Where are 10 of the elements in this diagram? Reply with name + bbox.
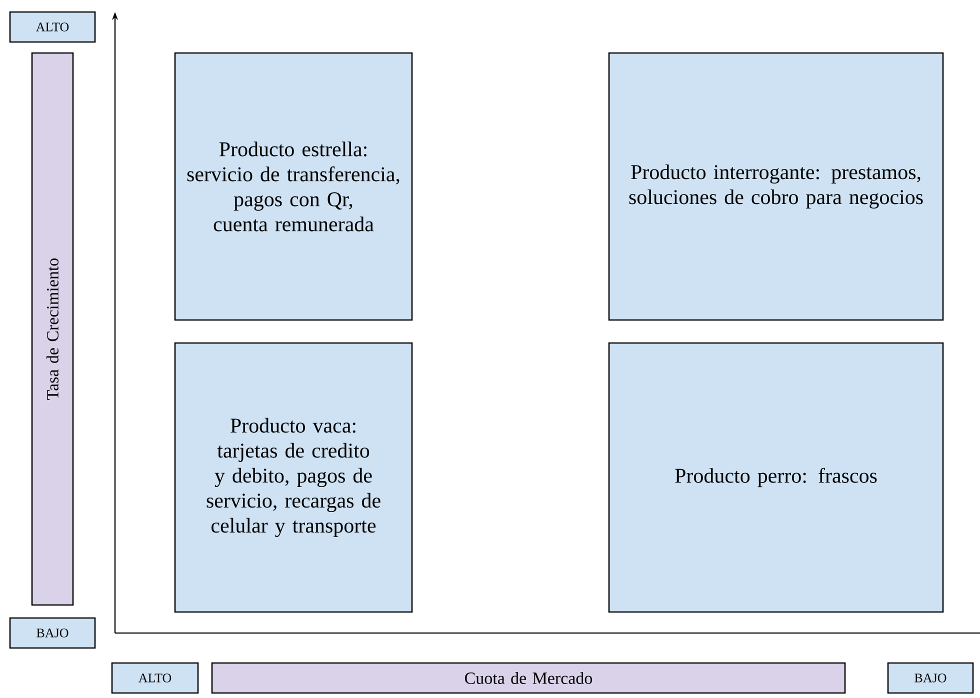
quadrant-box: Producto vaca: tarjetas de credito y debito, pagos de servicio, recargas de celular y transporte	[174, 342, 413, 613]
quadrant-box: Producto estrella: servicio de transferencia, pagos con Qr, cuenta remunerada	[174, 52, 413, 321]
level-box: BAJO	[9, 617, 96, 649]
quadrant-box: Producto interrogante: prestamos, soluciones de cobro para negocios	[608, 52, 944, 321]
level-box: ALTO	[9, 11, 96, 43]
quadrant-box: Producto perro: frascos	[608, 342, 944, 613]
level-box: ALTO	[111, 662, 199, 694]
level-box: BAJO	[887, 662, 974, 694]
axis-title-box: Tasa de Crecimiento	[31, 52, 74, 606]
axis-title-box: Cuota de Mercado	[211, 662, 846, 694]
